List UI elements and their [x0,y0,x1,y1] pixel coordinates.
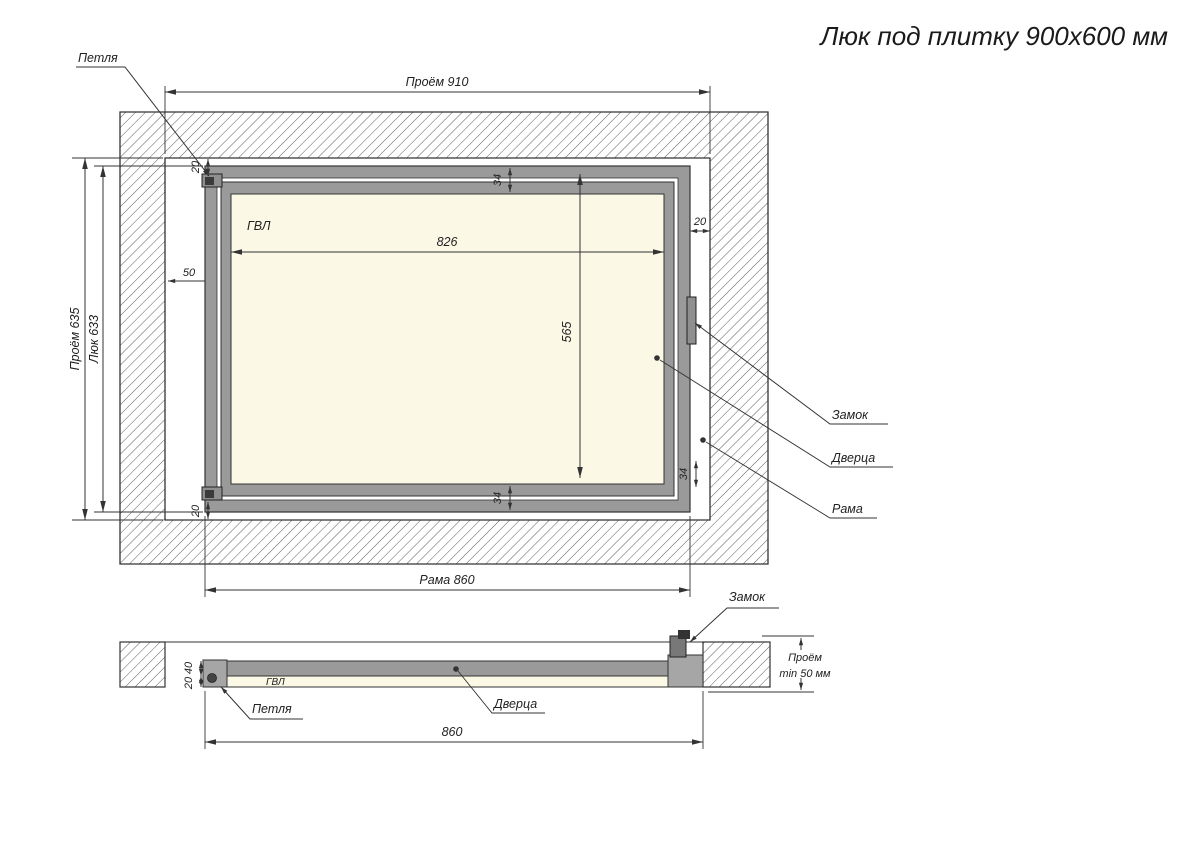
hinge-leader [76,66,210,177]
dim-20-top-left: 20 [190,160,202,174]
dim-34-right: 34 [678,468,690,480]
wall-hatch-ring [119,111,769,565]
hinge-bottom [201,486,223,501]
gvl-label: ГВЛ [247,219,271,233]
dim-34-top: 34 [492,174,504,186]
dim-profile-height: 40 [183,661,195,674]
section-gvl-strip [226,675,669,688]
dim-frame-width: Рама 860 [419,573,474,587]
section-hinge [202,659,228,688]
hinge-label: Петля [78,51,118,65]
dim-hatch-height: Люк 633 [87,315,101,364]
wall-block-right [702,641,771,688]
section-lock-label: Замок [729,590,766,604]
section-door-label: Дверца [492,697,537,711]
lock-label: Замок [832,408,869,422]
section-door-bar [226,660,669,677]
frame-leader [705,441,877,519]
section-door-leader-dot [453,666,459,672]
section-hinge-leader [220,686,303,720]
front-view: ГВЛ Проём 910 826 565 Проём 635 [68,51,893,597]
wall-block-left [119,641,166,688]
hinge-top [201,173,223,188]
dim-inner-width: 826 [437,235,458,249]
dim-inner-height: 565 [560,322,574,343]
frame-leader-dot [700,437,706,443]
drawing-title: Люк под плитку 900х600 мм [819,21,1169,51]
dim-opening-depth-line2: min 50 мм [779,668,831,680]
section-lock [667,630,704,688]
dim-20-right: 20 [693,216,707,228]
frame-label: Рама [832,502,863,516]
section-gvl-label: ГВЛ [266,677,285,688]
section-hinge-label: Петля [252,702,292,716]
dim-gvl-thickness: 20 [183,676,195,690]
dim-opening-height: Проём 635 [68,308,82,371]
section-door-leader [457,670,545,714]
lock-element [686,296,697,345]
door-leader [659,359,893,468]
door-label: Дверца [830,451,875,465]
dim-opening-depth-line1: Проём [788,652,822,664]
door-gvl-panel [230,193,665,485]
door-leader-dot [654,355,660,361]
dim-opening-width: Проём 910 [406,75,469,89]
dim-34-bottom: 34 [492,492,504,504]
dim-20-bottom-left: 20 [190,504,202,518]
lock-leader [694,322,888,425]
dim-frame-offset: 50 [183,267,196,279]
section-lock-leader [689,607,779,643]
dim-section-width: 860 [442,725,463,739]
section-view: ГВЛ Замок Проём min 50 мм 40 20 Петля Дв… [119,590,831,749]
